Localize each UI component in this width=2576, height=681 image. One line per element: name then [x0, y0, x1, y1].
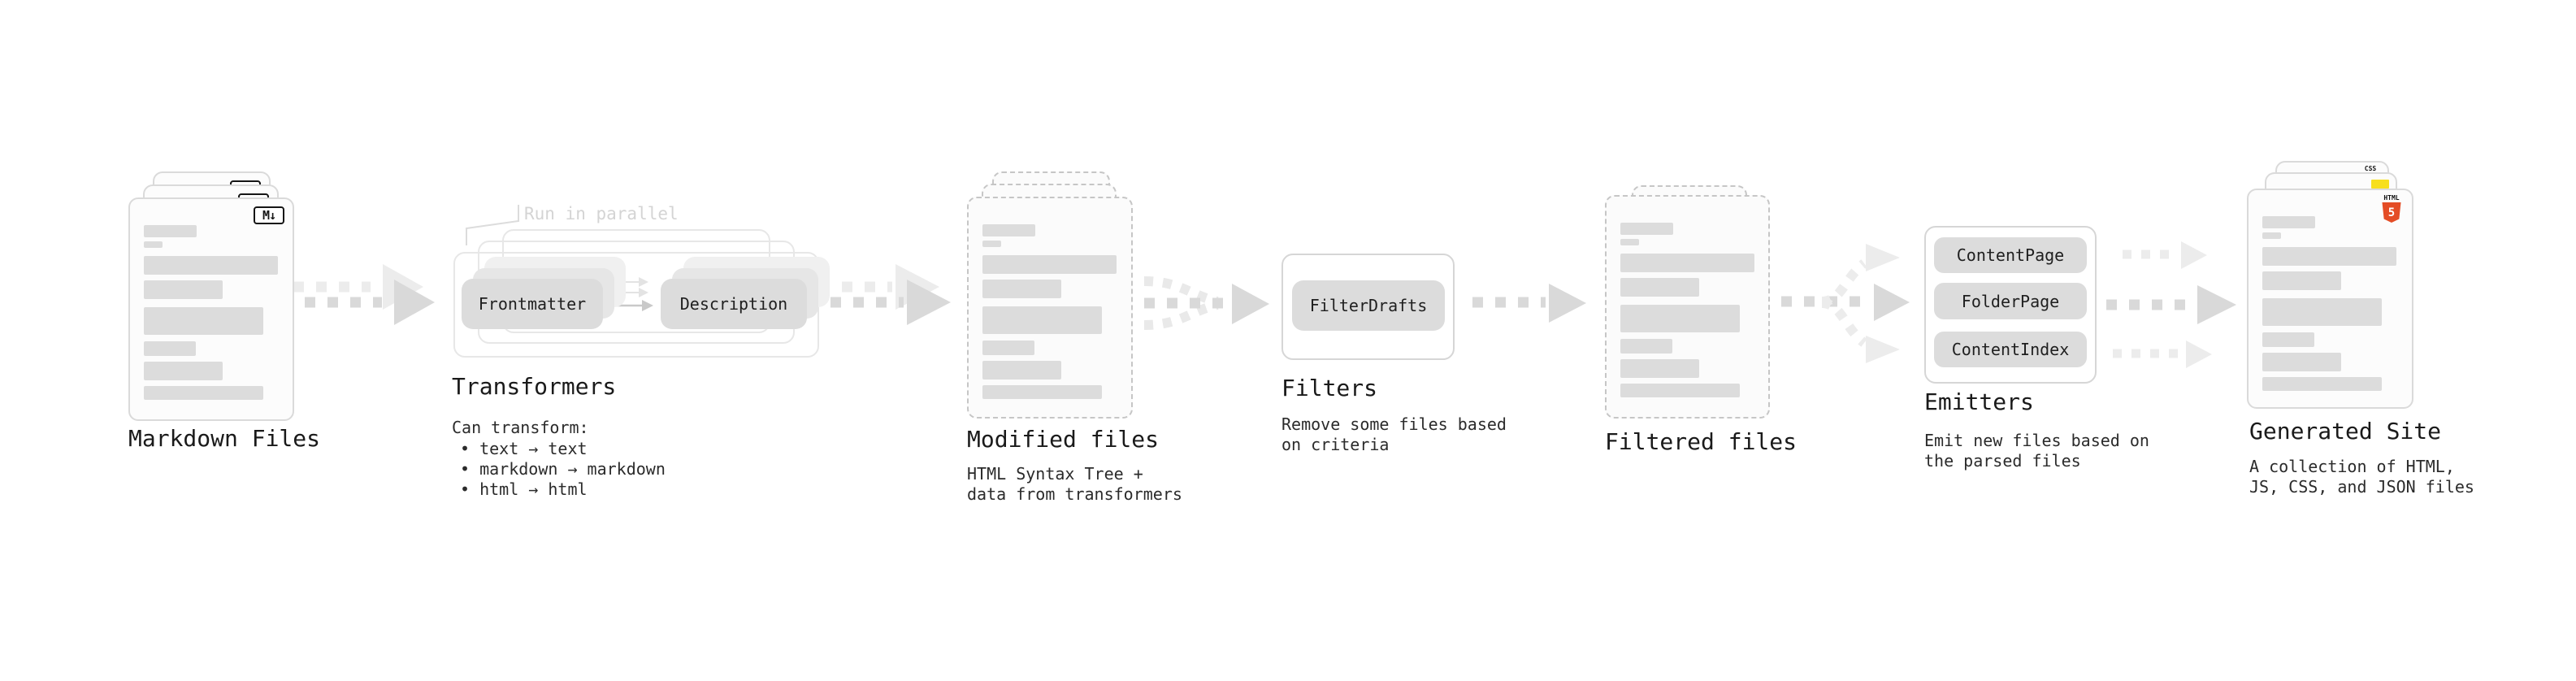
skeleton-line: [1620, 223, 1673, 235]
skeleton-line: [2262, 353, 2341, 371]
note-line: data from transformers: [967, 484, 1182, 504]
skeleton-line: [144, 256, 278, 275]
skeleton-line: [2262, 247, 2396, 266]
skeleton-line: [982, 361, 1061, 380]
arrow-ghost: [293, 264, 423, 310]
html5-icon-word: HTML: [2383, 194, 2400, 202]
modified-file-card-front: [967, 197, 1133, 419]
arrow-filtered-to-emitters: [1781, 244, 1910, 363]
emitters-note: Emit new files based on the parsed files: [1924, 431, 2149, 471]
modified-files-note: HTML Syntax Tree + data from transformer…: [967, 464, 1182, 505]
skeleton-line: [1620, 359, 1699, 378]
generated-file-card-front: HTML 5: [2247, 189, 2413, 409]
note-line: the parsed files: [1924, 451, 2081, 471]
skeleton-line: [1620, 254, 1754, 272]
skeleton-line: [982, 385, 1102, 399]
arrow-transformers-to-modified: [819, 264, 951, 325]
skeleton-line: [144, 241, 163, 248]
arrow-filters-to-filtered: [1472, 284, 1586, 323]
note-line: HTML Syntax Tree +: [967, 464, 1143, 484]
markdown-files-label: Markdown Files: [128, 425, 321, 452]
note-line: Emit new files based on: [1924, 431, 2149, 450]
skeleton-line: [982, 255, 1117, 274]
transformers-label: Transformers: [452, 373, 617, 400]
modified-files-label: Modified files: [967, 426, 1160, 453]
markdown-file-card-front: M↓: [128, 197, 294, 421]
js-file-icon: [2371, 180, 2389, 189]
skeleton-line: [1620, 384, 1740, 397]
skeleton-line: [982, 280, 1061, 298]
skeleton-line: [2262, 271, 2341, 290]
skeleton-line: [1620, 239, 1639, 245]
html5-file-icon: HTML 5: [2381, 194, 2402, 223]
generated-site-note: A collection of HTML, JS, CSS, and JSON …: [2249, 457, 2474, 497]
skeleton-line: [144, 225, 197, 237]
filters-label: Filters: [1281, 375, 1378, 401]
html5-icon-number: 5: [2387, 206, 2396, 219]
skeleton-line: [1620, 305, 1740, 332]
folderpage-chip: FolderPage: [1934, 283, 2087, 319]
arrow-main: [305, 280, 435, 325]
contentpage-chip: ContentPage: [1934, 237, 2087, 273]
filtered-file-card-front: [1605, 195, 1770, 419]
filterdrafts-chip: FilterDrafts: [1292, 280, 1445, 331]
note-line: JS, CSS, and JSON files: [2249, 477, 2474, 497]
markdown-icon: M↓: [254, 206, 284, 224]
skeleton-line: [2262, 377, 2382, 391]
skeleton-line: [2262, 298, 2382, 326]
skeleton-line: [1620, 339, 1672, 354]
skeleton-line: [144, 280, 223, 299]
skeleton-line: [144, 386, 263, 400]
skeleton-line: [2262, 216, 2315, 228]
skeleton-line: [144, 341, 196, 356]
skeleton-line: [144, 362, 223, 380]
skeleton-line: [982, 306, 1102, 334]
description-chip: Description: [661, 279, 807, 329]
contentindex-chip: ContentIndex: [1934, 332, 2087, 367]
bullet-line: • html → html: [460, 479, 588, 499]
emitters-label: Emitters: [1924, 388, 2034, 415]
skeleton-line: [2262, 232, 2281, 239]
arrow-markdown-to-transformers: [293, 264, 435, 325]
css-icon-word: CSS: [2364, 165, 2377, 172]
transformers-note-title: Can transform:: [452, 418, 589, 437]
skeleton-line: [1620, 278, 1699, 297]
transformers-bullet-list: • text → text • markdown → markdown • ht…: [452, 439, 666, 500]
note-line: on criteria: [1281, 435, 1390, 454]
html5-icon-shield: 5: [2382, 202, 2401, 223]
bullet-line: • markdown → markdown: [460, 459, 666, 479]
note-line: A collection of HTML,: [2249, 457, 2455, 476]
skeleton-line: [982, 340, 1034, 355]
bullet-line: • text → text: [460, 439, 588, 458]
arrow-main: [830, 280, 951, 325]
skeleton-line: [982, 241, 1001, 247]
run-in-parallel-callout: Run in parallel: [524, 204, 679, 223]
skeleton-line: [2262, 332, 2314, 347]
skeleton-line: [982, 224, 1035, 236]
frontmatter-chip: Frontmatter: [462, 279, 603, 329]
arrow-ghost: [819, 264, 939, 310]
arrow-modified-to-filters: [1143, 276, 1269, 330]
arrows-emitters-to-generated: [2106, 241, 2236, 368]
note-line: Remove some files based: [1281, 414, 1507, 434]
skeleton-line: [144, 307, 263, 335]
filtered-files-label: Filtered files: [1605, 428, 1798, 455]
generated-site-label: Generated Site: [2249, 418, 2442, 445]
filters-note: Remove some files based on criteria: [1281, 414, 1507, 455]
